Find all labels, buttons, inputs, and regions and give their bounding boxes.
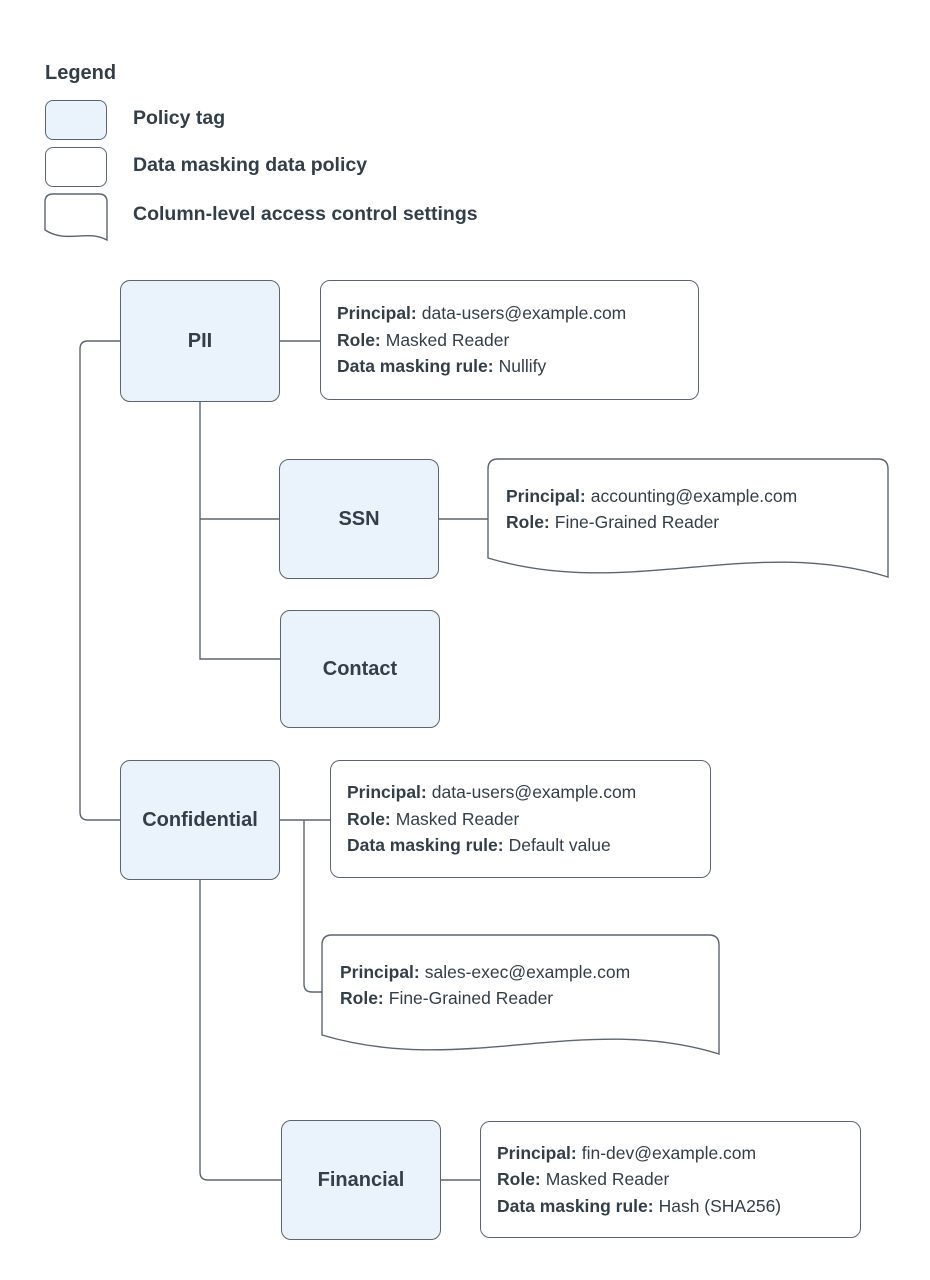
policy-tag-pii: PII bbox=[120, 280, 280, 402]
policy-principal-line: Principal:sales-exec@example.com bbox=[340, 959, 710, 986]
rule-label: Data masking rule: bbox=[497, 1195, 654, 1216]
policy-tag-swatch bbox=[45, 100, 107, 140]
data-policy-pii: Principal:data-users@example.com Role:Ma… bbox=[320, 280, 699, 400]
policy-role-line: Role:Masked Reader bbox=[347, 806, 704, 833]
policy-tag-financial-label: Financial bbox=[317, 1168, 405, 1191]
principal-value: data-users@example.com bbox=[421, 303, 627, 324]
policy-tag-ssn-label: SSN bbox=[338, 507, 380, 530]
access-control-shape-ssn bbox=[487, 458, 889, 578]
policy-tag-contact: Contact bbox=[280, 610, 440, 728]
legend-title: Legend bbox=[45, 62, 117, 84]
principal-label: Principal: bbox=[347, 782, 427, 803]
principal-value: accounting@example.com bbox=[590, 485, 798, 506]
principal-label: Principal: bbox=[340, 961, 420, 982]
policy-role-line: Role:Fine-Grained Reader bbox=[340, 985, 710, 1012]
principal-value: fin-dev@example.com bbox=[581, 1142, 757, 1163]
access-control-swatch bbox=[44, 193, 108, 242]
policy-rule-line: Data masking rule:Hash (SHA256) bbox=[497, 1193, 854, 1220]
rule-value: Hash (SHA256) bbox=[658, 1195, 782, 1216]
legend-item-data-policy: Data masking data policy bbox=[133, 154, 368, 176]
rule-value: Nullify bbox=[498, 356, 547, 377]
policy-principal-line: Principal:fin-dev@example.com bbox=[497, 1140, 854, 1167]
rule-value: Default value bbox=[508, 835, 611, 856]
access-control-shape-confidential bbox=[321, 934, 720, 1055]
policy-principal-line: Principal:data-users@example.com bbox=[337, 300, 692, 327]
policy-rule-line: Data masking rule:Nullify bbox=[337, 353, 692, 380]
policy-tag-contact-label: Contact bbox=[322, 657, 398, 680]
data-policy-swatch bbox=[45, 147, 107, 187]
role-value: Fine-Grained Reader bbox=[388, 988, 554, 1008]
connector-pii-confidential bbox=[79, 340, 120, 821]
principal-value: sales-exec@example.com bbox=[424, 961, 631, 982]
access-control-confidential: Principal:sales-exec@example.com Role:Fi… bbox=[340, 935, 710, 1035]
rule-label: Data masking rule: bbox=[337, 356, 494, 377]
role-label: Role: bbox=[340, 988, 384, 1008]
policy-tag-ssn: SSN bbox=[279, 459, 439, 579]
data-policy-confidential: Principal:data-users@example.com Role:Ma… bbox=[330, 760, 711, 878]
connector-confidential-access bbox=[303, 820, 322, 993]
principal-value: data-users@example.com bbox=[431, 782, 637, 803]
policy-role-line: Role:Fine-Grained Reader bbox=[506, 509, 876, 536]
role-value: Masked Reader bbox=[385, 329, 510, 350]
role-value: Masked Reader bbox=[545, 1169, 670, 1190]
policy-role-line: Role:Masked Reader bbox=[497, 1166, 854, 1193]
access-control-ssn: Principal:accounting@example.com Role:Fi… bbox=[506, 459, 876, 559]
policy-tag-pii-label: PII bbox=[187, 329, 213, 352]
legend-item-policy-tag: Policy tag bbox=[133, 107, 226, 129]
role-value: Fine-Grained Reader bbox=[554, 512, 720, 532]
principal-label: Principal: bbox=[506, 485, 586, 506]
policy-rule-line: Data masking rule:Default value bbox=[347, 832, 704, 859]
rule-label: Data masking rule: bbox=[347, 835, 504, 856]
role-label: Role: bbox=[497, 1169, 541, 1190]
connector-pii-children bbox=[199, 402, 280, 660]
principal-label: Principal: bbox=[497, 1142, 577, 1163]
policy-role-line: Role:Masked Reader bbox=[337, 327, 692, 354]
role-value: Masked Reader bbox=[395, 808, 520, 829]
policy-tag-financial: Financial bbox=[281, 1120, 441, 1240]
policy-principal-line: Principal:data-users@example.com bbox=[347, 779, 704, 806]
principal-label: Principal: bbox=[337, 303, 417, 324]
policy-tag-confidential-label: Confidential bbox=[142, 808, 258, 831]
role-label: Role: bbox=[506, 512, 550, 532]
connector-confidential-financial bbox=[199, 880, 281, 1181]
policy-principal-line: Principal:accounting@example.com bbox=[506, 483, 876, 510]
legend-item-access-control: Column-level access control settings bbox=[133, 203, 478, 225]
role-label: Role: bbox=[347, 808, 391, 829]
role-label: Role: bbox=[337, 329, 381, 350]
policy-tag-confidential: Confidential bbox=[120, 760, 280, 880]
data-policy-financial: Principal:fin-dev@example.com Role:Maske… bbox=[480, 1121, 861, 1238]
